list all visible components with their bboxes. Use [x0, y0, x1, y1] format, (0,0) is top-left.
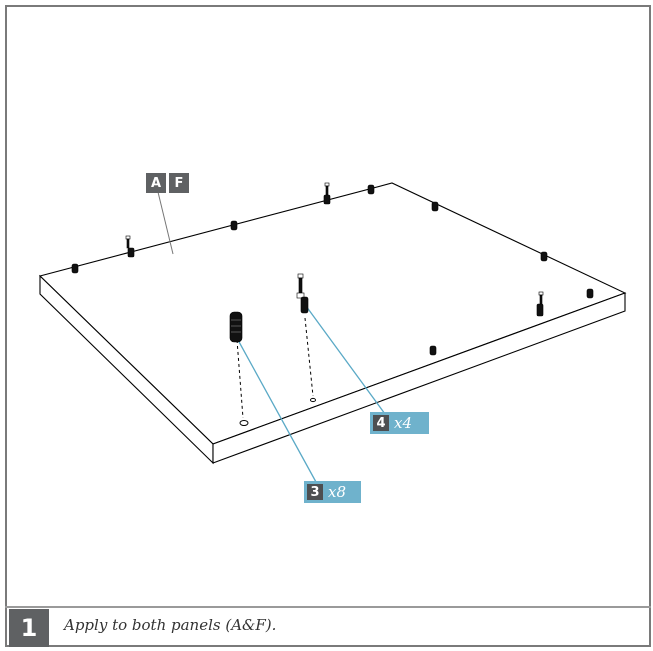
cam-bolt [125, 235, 135, 258]
callout-cam-bolt: 4 x4 [370, 412, 429, 434]
callout-quantity: x8 [328, 483, 347, 501]
callout-quantity: x4 [394, 414, 413, 432]
step-instruction: Apply to both panels (A&F). [64, 616, 277, 634]
cam-bolts [125, 182, 544, 317]
dowel [367, 184, 375, 195]
cam-bolt-hole [310, 397, 316, 403]
step-number: 1 [9, 609, 49, 647]
cam-bolt [536, 291, 544, 317]
dowel-insert-guide [236, 339, 244, 419]
dowel [230, 220, 238, 231]
dowel [71, 263, 79, 274]
callout-number: 4 [373, 415, 389, 431]
part-leader-line [157, 191, 174, 255]
callout-dowel: 3 x8 [304, 481, 361, 503]
cam-bolt-insert-guide [304, 317, 314, 397]
dowel [431, 201, 439, 212]
dowel [540, 251, 548, 262]
part-a-label: A [146, 173, 166, 193]
cam-bolt-loose [296, 273, 309, 314]
callout-3-leader [237, 339, 317, 483]
cam-bolt [323, 182, 331, 205]
callout-4-leader [305, 305, 386, 415]
callout-number: 3 [307, 484, 323, 500]
dowel-hole [239, 420, 249, 426]
dowel [586, 288, 594, 299]
part-label-tag: A F [146, 173, 189, 193]
step-footer [5, 606, 651, 647]
panel-right-edge [212, 292, 626, 464]
dowel-loose [229, 311, 243, 343]
dowels [71, 184, 594, 356]
part-f-label: F [169, 173, 189, 193]
dowel [429, 345, 437, 356]
